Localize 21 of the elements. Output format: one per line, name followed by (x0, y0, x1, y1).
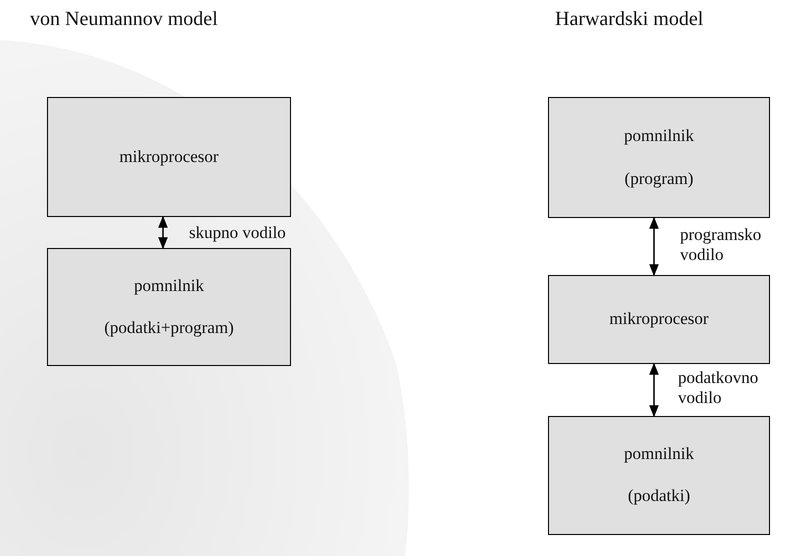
box-label: mikroprocesor (609, 309, 709, 330)
model-heading: von Neumannov model (30, 8, 218, 31)
component-box (47, 97, 291, 217)
box-label: mikroprocesor (119, 146, 219, 168)
bus-arrow (158, 216, 168, 250)
box-label: (podatki) (628, 486, 690, 507)
component-box (548, 416, 770, 535)
bus-arrow (649, 216, 659, 276)
component-box (548, 275, 770, 364)
bus-arrow (649, 362, 659, 418)
model-heading: Harwardski model (555, 8, 704, 31)
box-label: pomnilnik (624, 444, 694, 465)
component-box (548, 97, 770, 218)
box-label: (podatki+program) (104, 318, 234, 338)
edge-label: programsko vodilo (680, 224, 762, 266)
component-box (47, 248, 291, 366)
box-label: pomnilnik (624, 126, 694, 146)
box-label: pomnilnik (134, 276, 204, 296)
edge-label: podatkovno vodilo (678, 368, 760, 409)
edge-label: skupno vodilo (189, 222, 286, 243)
box-label: (program) (624, 168, 694, 189)
